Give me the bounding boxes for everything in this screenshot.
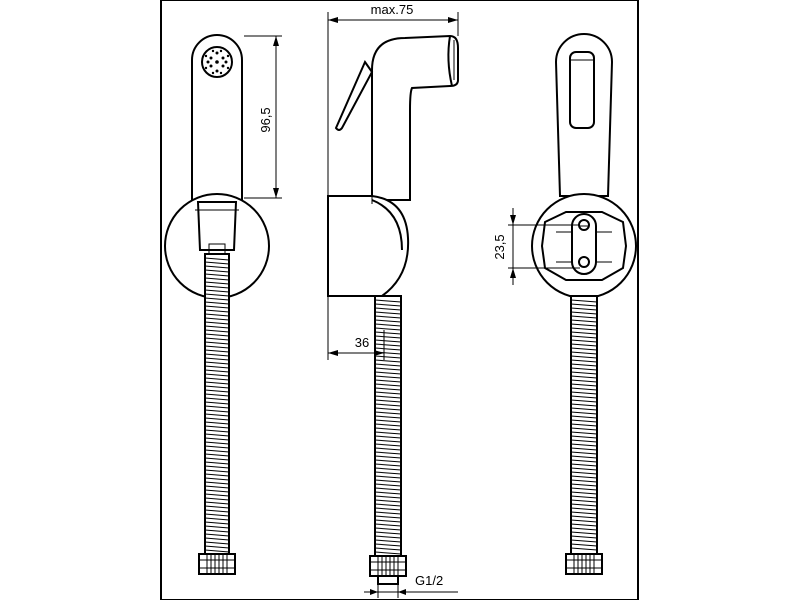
dim-head-length-label: 96,5 — [258, 107, 273, 132]
side-handle — [371, 34, 459, 201]
dim-width-max-label: max.75 — [371, 2, 414, 17]
back-nut — [565, 553, 603, 575]
dim-hole-spacing-label: 23,5 — [492, 234, 507, 259]
side-thread-stub — [377, 575, 399, 585]
back-handle — [554, 33, 614, 197]
dim-holder-depth-label: 36 — [355, 335, 369, 350]
side-hose — [374, 295, 402, 559]
side-view: max.75 36 G1/2 — [327, 2, 459, 598]
front-nut — [198, 553, 236, 575]
back-view: 23,5 — [492, 33, 637, 575]
back-holder-frame — [540, 211, 628, 281]
back-mounting-slot — [571, 213, 597, 275]
back-trigger — [569, 51, 595, 129]
spray-nozzle-holes — [204, 49, 230, 75]
drawing-frame — [160, 0, 639, 600]
front-holder-clip — [196, 201, 238, 251]
spray-face — [201, 46, 233, 78]
front-view: 96,5 — [164, 34, 282, 575]
side-trigger-lever — [334, 59, 374, 131]
side-wall-holder — [327, 195, 410, 297]
side-head-front — [447, 35, 453, 87]
back-mount-hole-bottom — [578, 256, 590, 268]
side-nut — [369, 555, 407, 577]
front-head — [191, 34, 243, 201]
dim-thread-label: G1/2 — [415, 573, 443, 588]
